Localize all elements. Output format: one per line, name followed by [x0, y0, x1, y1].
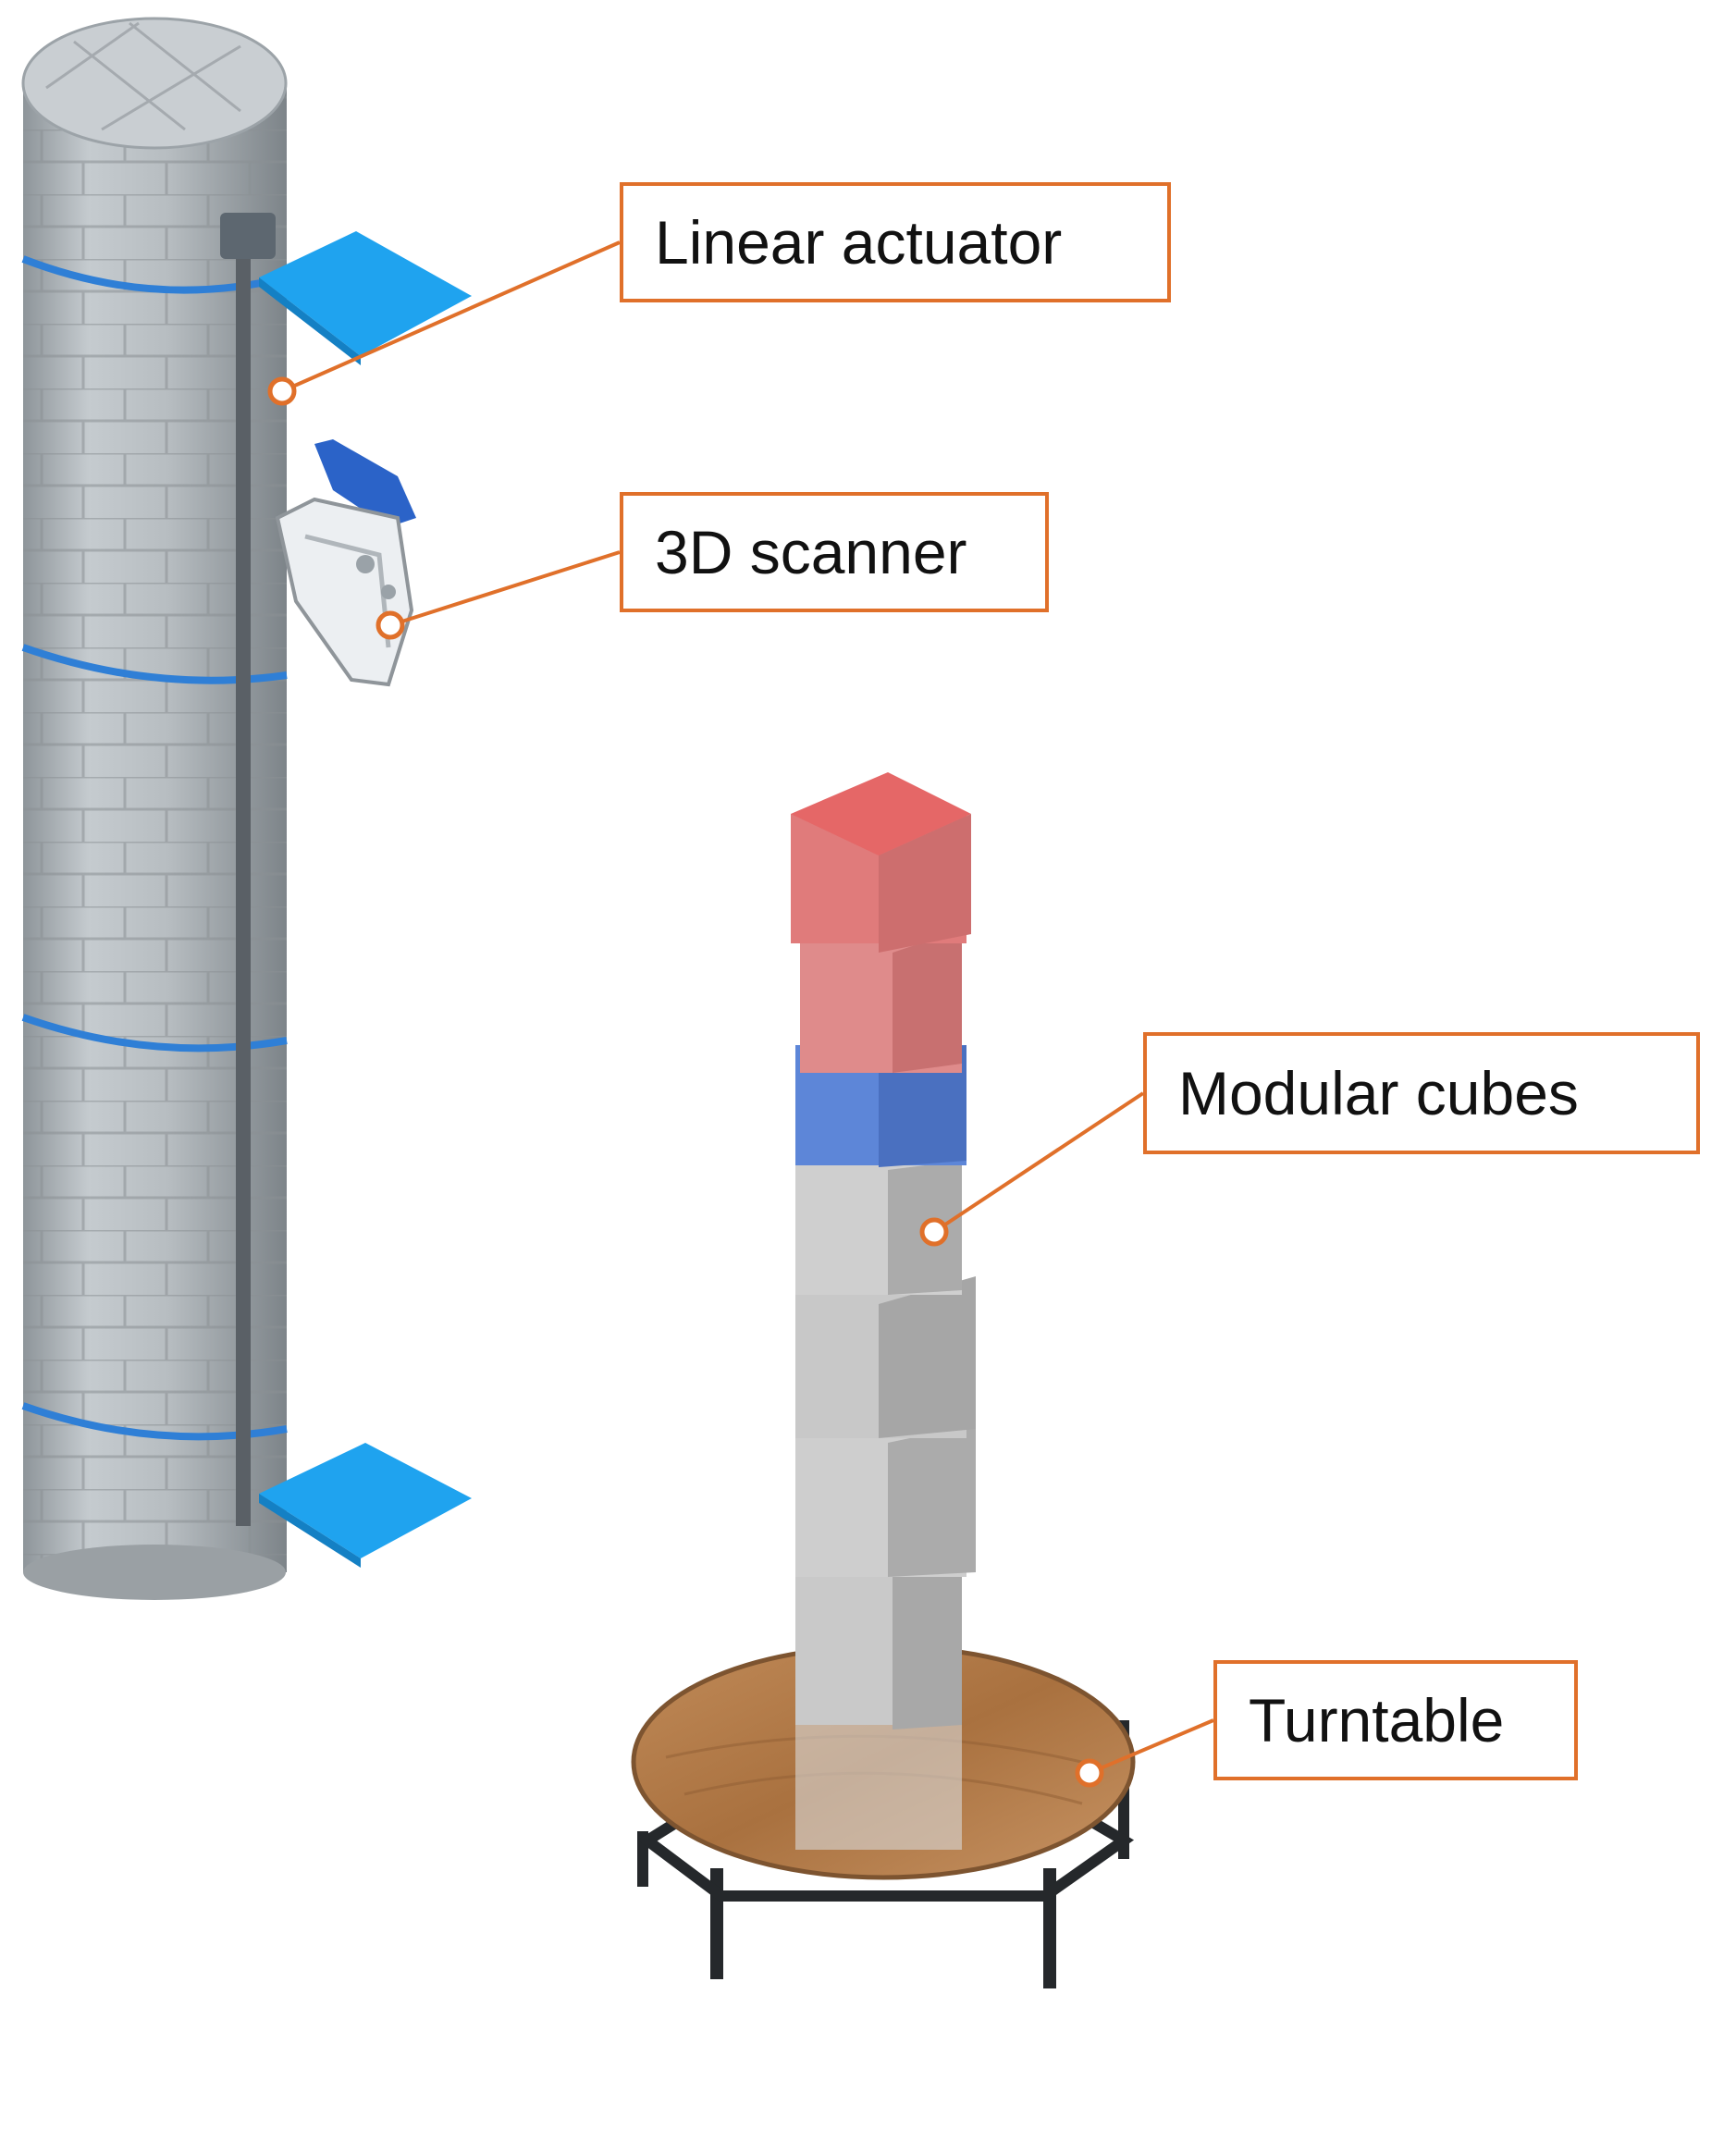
turntable-anchor-dot — [1075, 1758, 1104, 1788]
turntable-callout: Turntable — [1213, 1660, 1578, 1780]
cubes-anchor-dot — [919, 1217, 949, 1247]
actuator-rail — [236, 213, 251, 1526]
actuator-anchor-dot — [267, 376, 297, 406]
linear-actuator-label: Linear actuator — [655, 208, 1063, 277]
scanner-anchor-dot — [376, 610, 405, 640]
modular-cube-stack — [791, 772, 976, 1850]
modular-cubes-label: Modular cubes — [1178, 1059, 1579, 1127]
scanner-callout: 3D scanner — [620, 492, 1049, 612]
callout-anchor-dots — [267, 376, 1104, 1788]
actuator-top-plate — [220, 213, 472, 365]
linear-actuator-callout: Linear actuator — [620, 182, 1171, 302]
turntable-label: Turntable — [1249, 1686, 1505, 1754]
scanner-label: 3D scanner — [655, 518, 967, 586]
column-straps — [21, 255, 288, 1441]
scanner-device — [275, 439, 416, 687]
callout-leaders — [281, 240, 1214, 1775]
modular-cubes-callout: Modular cubes — [1143, 1032, 1700, 1154]
actuator-bottom-plate — [259, 1443, 472, 1568]
